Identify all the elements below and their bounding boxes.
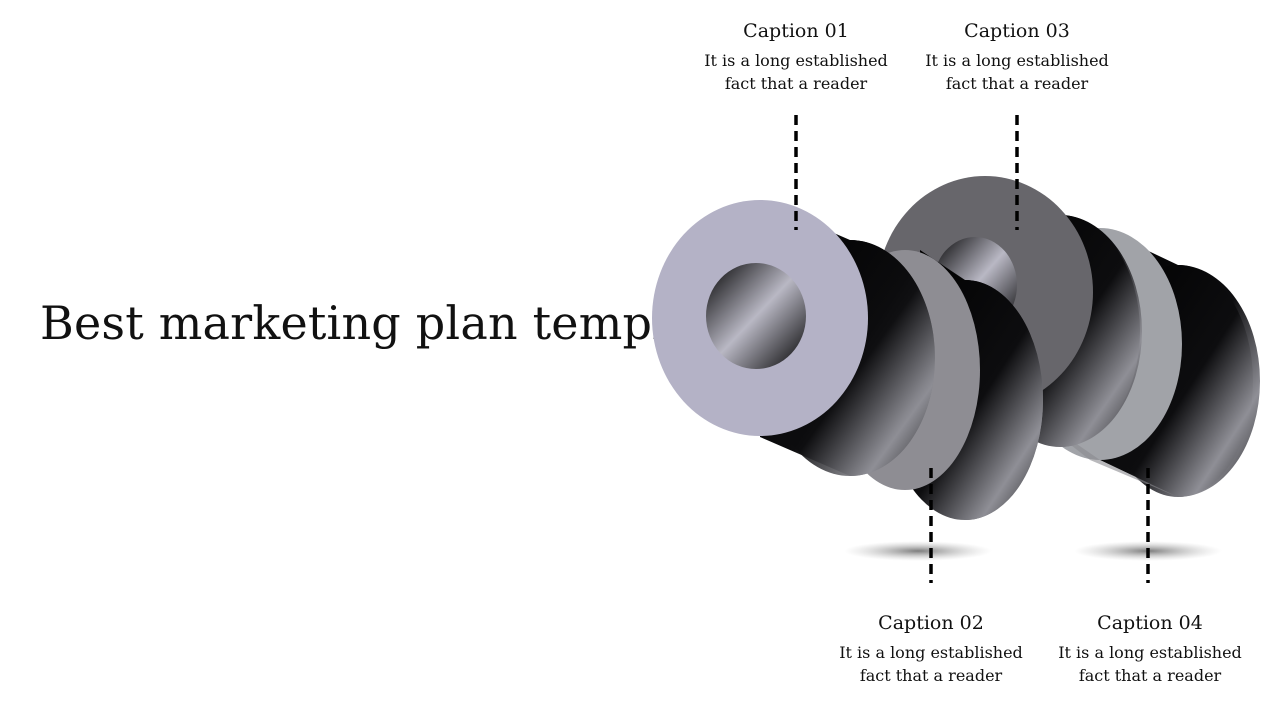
caption-02: Caption 02 It is a long established fact… [811, 611, 1051, 687]
caption-03-line2: fact that a reader [945, 74, 1089, 93]
slide-title: Best marketing plan template [40, 296, 741, 350]
caption-02-heading: Caption 02 [878, 612, 984, 634]
caption-01-heading: Caption 01 [743, 20, 849, 42]
caption-04-heading: Caption 04 [1097, 612, 1203, 634]
cylinder-1 [652, 200, 935, 476]
shadow-2 [844, 541, 992, 561]
caption-02-line2: fact that a reader [859, 666, 1003, 685]
caption-04: Caption 04 It is a long established fact… [1030, 611, 1270, 687]
caption-04-text: It is a long established fact that a rea… [1030, 641, 1270, 687]
caption-02-text: It is a long established fact that a rea… [811, 641, 1051, 687]
caption-01: Caption 01 It is a long established fact… [676, 19, 916, 95]
caption-03-heading: Caption 03 [964, 20, 1070, 42]
caption-01-line1: It is a long established [704, 51, 888, 70]
caption-04-line2: fact that a reader [1078, 666, 1222, 685]
caption-03: Caption 03 It is a long established fact… [897, 19, 1137, 95]
caption-01-text: It is a long established fact that a rea… [676, 49, 916, 95]
caption-03-line1: It is a long established [925, 51, 1109, 70]
caption-04-line1: It is a long established [1058, 643, 1242, 662]
caption-03-text: It is a long established fact that a rea… [897, 49, 1137, 95]
caption-02-line1: It is a long established [839, 643, 1023, 662]
caption-01-line2: fact that a reader [724, 74, 868, 93]
